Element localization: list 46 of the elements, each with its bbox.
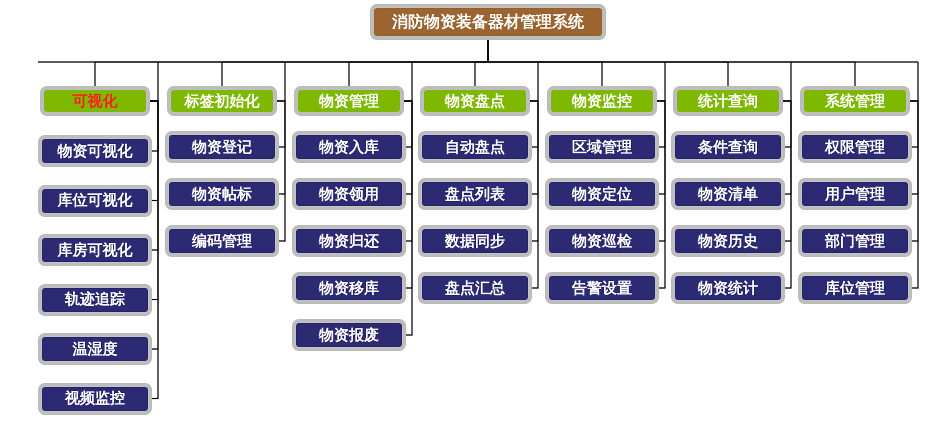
function-box: 物资领用 (292, 178, 406, 210)
function-box: 物资登记 (165, 131, 279, 163)
connector-line (657, 100, 666, 289)
function-box: 物资统计 (671, 272, 785, 304)
connector-line (150, 100, 159, 400)
function-box: 盘点列表 (418, 178, 532, 210)
function-box: 物资巡检 (545, 225, 659, 257)
function-box: 物资移库 (292, 272, 406, 304)
function-box: 库位可视化 (38, 184, 152, 216)
function-box: 自动盘点 (418, 131, 532, 163)
function-box: 盘点汇总 (418, 272, 532, 304)
function-box: 物资清单 (671, 178, 785, 210)
category-box: 物资盘点 (420, 86, 530, 116)
function-box: 视频监控 (38, 382, 152, 414)
function-box: 部门管理 (798, 225, 912, 257)
function-box: 物资可视化 (38, 135, 152, 167)
function-box: 轨迹追踪 (38, 284, 152, 316)
function-box: 物资历史 (671, 225, 785, 257)
function-box: 物资帖标 (165, 178, 279, 210)
function-box: 权限管理 (798, 131, 912, 163)
function-box: 告警设置 (545, 272, 659, 304)
connector-line (530, 100, 539, 289)
function-box: 温湿度 (38, 333, 152, 365)
category-box: 可视化 (40, 86, 150, 116)
connector-line (404, 100, 413, 336)
function-box: 库房可视化 (38, 234, 152, 266)
category-box: 物资管理 (294, 86, 404, 116)
title-box: 消防物资装备器材管理系统 (370, 4, 606, 40)
function-box: 物资入库 (292, 131, 406, 163)
connector-line (783, 100, 792, 289)
function-box: 库位管理 (798, 272, 912, 304)
category-box: 标签初始化 (167, 86, 277, 116)
function-box: 条件查询 (671, 131, 785, 163)
category-box: 物资监控 (547, 86, 657, 116)
function-box: 数据同步 (418, 225, 532, 257)
function-box: 编码管理 (165, 225, 279, 257)
function-box: 物资报废 (292, 319, 406, 351)
category-box: 系统管理 (800, 86, 910, 116)
function-box: 物资归还 (292, 225, 406, 257)
category-box: 统计查询 (673, 86, 783, 116)
function-box: 区域管理 (545, 131, 659, 163)
connector-line (910, 100, 919, 289)
function-box: 物资定位 (545, 178, 659, 210)
connector-line (277, 100, 286, 242)
connector-line (487, 40, 856, 86)
function-box: 用户管理 (798, 178, 912, 210)
